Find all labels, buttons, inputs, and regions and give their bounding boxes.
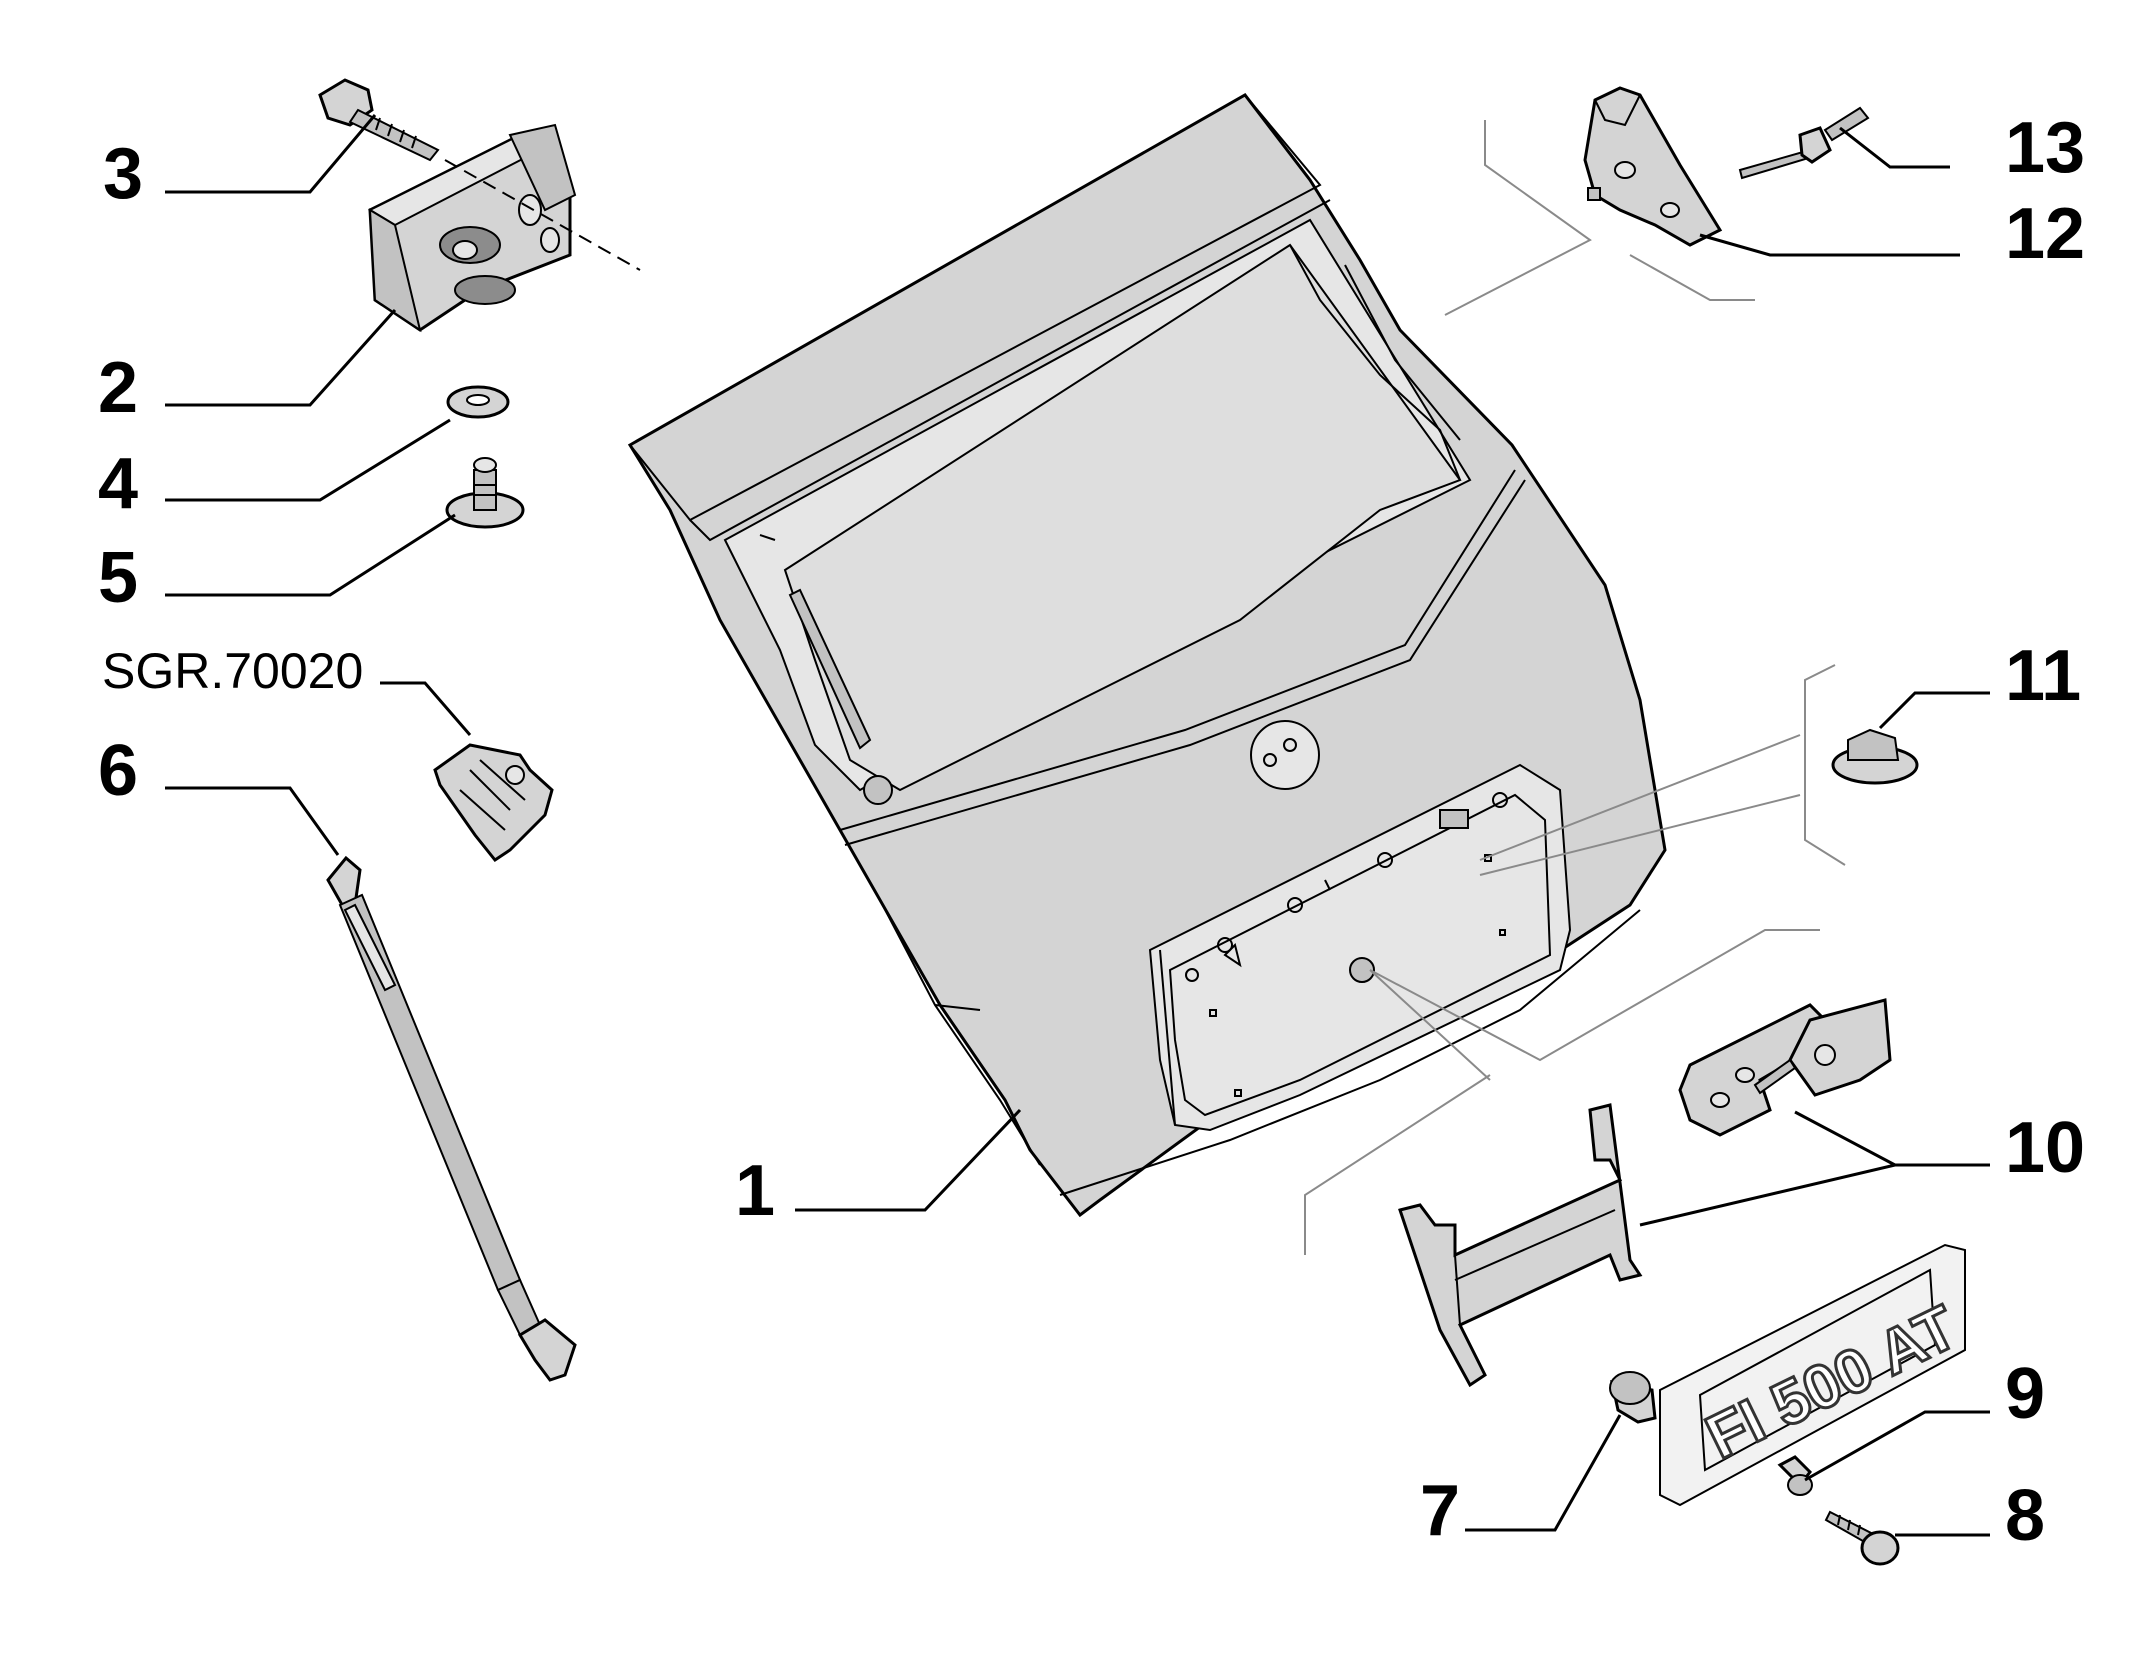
- callout-7: 7: [1420, 1471, 1460, 1551]
- plate-part-12: [1583, 86, 1723, 247]
- callout-5: 5: [98, 538, 138, 618]
- callout-2: 2: [98, 348, 138, 428]
- bolt-part-3: [318, 78, 440, 162]
- rivet-part-13: [1738, 106, 1870, 180]
- callout-3: 3: [103, 134, 143, 214]
- hinge-bracket-part-10: [1678, 998, 1892, 1137]
- gas-strut-part-6: [326, 855, 577, 1382]
- cap-part-7: [1609, 1371, 1657, 1424]
- model-badge: FI 500 AT: [1659, 1243, 1969, 1507]
- callout-reference: SGR.70020: [102, 643, 363, 699]
- grommet-part-11: [1831, 728, 1919, 785]
- bracket-sgr70020: [433, 743, 554, 863]
- callout-13: 13: [2005, 108, 2085, 188]
- callout-9: 9: [2005, 1354, 2045, 1434]
- plate-bracket-part-10: [1398, 1103, 1643, 1388]
- callout-10: 10: [2005, 1108, 2085, 1188]
- alignment-dashed-line: [444, 159, 641, 271]
- callout-11: 11: [2005, 636, 2081, 716]
- brand-emblem: [1250, 720, 1320, 790]
- callout-6: 6: [98, 731, 138, 811]
- screw-part-8: [1824, 1510, 1900, 1566]
- leader-lines: [165, 114, 1990, 1537]
- washer-part-4: [446, 385, 510, 419]
- callout-8: 8: [2005, 1476, 2045, 1556]
- callout-1: 1: [735, 1151, 775, 1231]
- callout-4: 4: [98, 444, 138, 524]
- clip-part-9: [1777, 1455, 1813, 1496]
- ball-stud-part-5: [445, 457, 525, 529]
- callout-labels: 1 2 3 4 5 SGR.70020 6 7 8 9 10 11 12 13: [98, 108, 2085, 1556]
- tailgate-part-1: [627, 93, 1667, 1218]
- hinge-part-2: [367, 123, 577, 333]
- callout-12: 12: [2005, 194, 2085, 274]
